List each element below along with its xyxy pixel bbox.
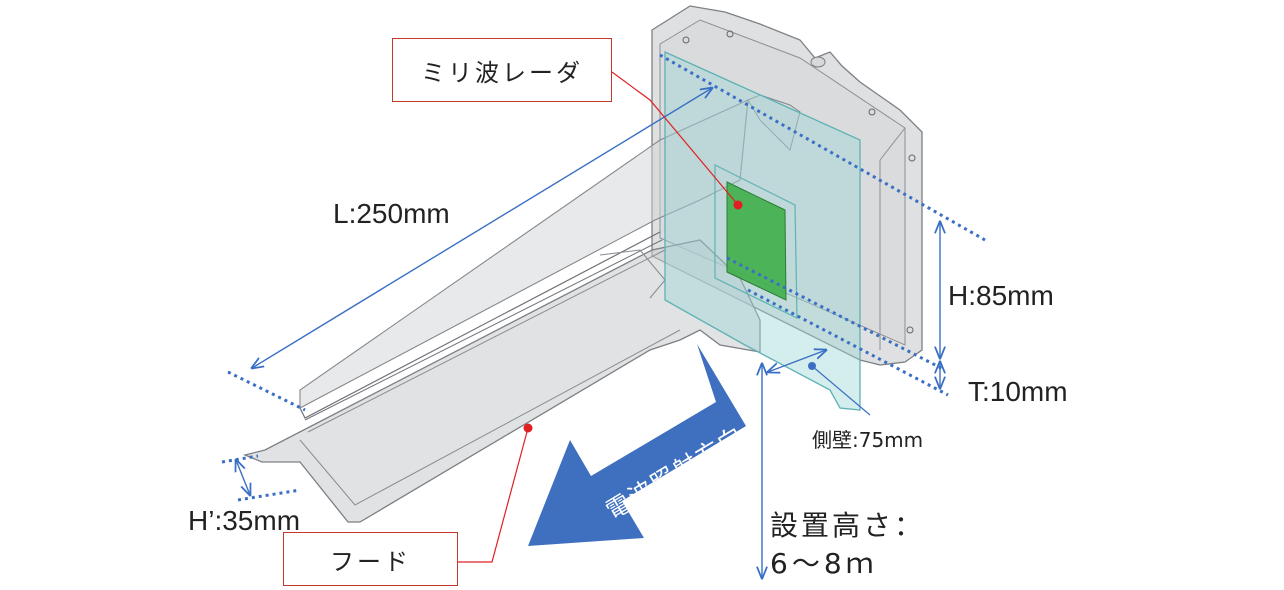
install-height-label-2: 6～8ｍ: [770, 547, 878, 580]
radar-board: [726, 181, 787, 301]
dotted-guides: [221, 53, 986, 502]
screw-3: [868, 108, 876, 116]
direction-arrow: [528, 344, 746, 546]
length-label: L:250mm: [333, 198, 450, 229]
dimension-arrows: [236, 88, 940, 578]
height-label: H:85mm: [948, 280, 1054, 311]
screw-4: [908, 154, 916, 162]
screw-5: [906, 326, 914, 334]
install-height-label-1: 設置高さ：: [770, 509, 926, 542]
hood-label: フード: [330, 547, 411, 576]
hood-height-label: H’:35mm: [188, 505, 301, 536]
side-wall-leader: [811, 365, 871, 416]
thickness-label: T:10mm: [968, 376, 1068, 407]
side-wall-arrow: [768, 350, 826, 372]
side-wall-label: 側壁:75mm: [812, 428, 924, 452]
length-arrow: [252, 88, 712, 368]
radar-label: ミリ波レーダ: [421, 58, 583, 87]
radar-callout-dot: [733, 200, 743, 210]
callout-leaders: [458, 71, 739, 563]
hood-height-arrow: [236, 460, 250, 495]
hood-callout-dot: [523, 423, 533, 433]
radar-callout-box: ミリ波レーダ: [392, 38, 612, 102]
screw-2: [726, 30, 734, 38]
screw-1: [682, 36, 690, 44]
hood-callout-box: フード: [283, 532, 458, 586]
mount-hole: [810, 56, 826, 68]
